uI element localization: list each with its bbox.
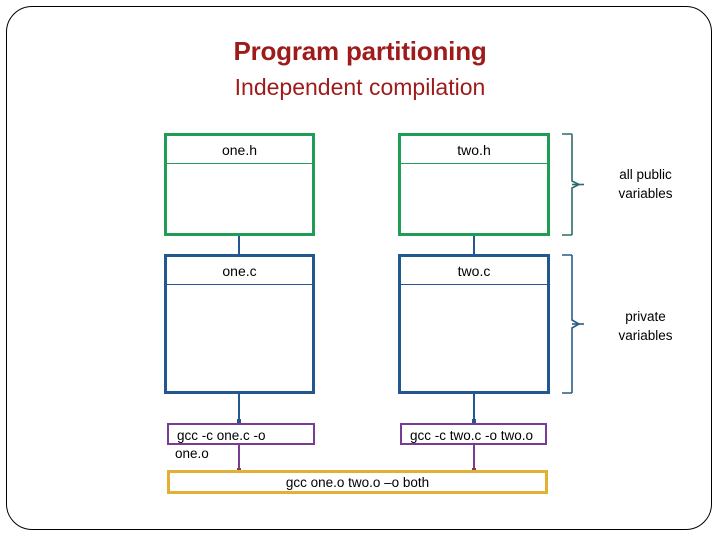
brace-public-variables — [558, 133, 586, 236]
connector-one-h-to-one-c — [238, 236, 240, 254]
link-command-label: gcc one.o two.o –o both — [285, 475, 430, 490]
header-box-two-h-body — [401, 164, 547, 233]
connector-one-c-arrow — [237, 419, 241, 423]
source-box-one-c-body — [167, 285, 312, 391]
header-box-one-h-body — [167, 164, 312, 233]
annotation-public-variables-line2: variables — [618, 186, 673, 201]
connector-two-c-arrow — [472, 419, 476, 423]
header-box-two-h-label: two.h — [401, 136, 547, 164]
header-box-one-h[interactable]: one.h — [164, 133, 315, 236]
compile-command-one[interactable]: gcc -c one.c -o — [167, 423, 315, 445]
brace-private-variables — [558, 254, 586, 394]
connector-two-h-to-two-c — [473, 236, 475, 254]
header-box-one-h-label: one.h — [167, 136, 312, 164]
source-box-one-c-label: one.c — [167, 257, 312, 285]
annotation-private-variables: private variables — [598, 307, 693, 345]
annotation-public-variables-line1: all public — [619, 167, 672, 182]
header-box-two-h[interactable]: two.h — [398, 133, 550, 236]
source-box-two-c[interactable]: two.c — [398, 254, 550, 394]
page-subtitle: Independent compilation — [234, 74, 486, 100]
annotation-private-variables-line2: variables — [618, 328, 673, 343]
connector-one-c-to-compile — [238, 394, 240, 423]
annotation-private-variables-line1: private — [625, 309, 666, 324]
compile-command-one-overflow: one.o — [175, 446, 209, 461]
source-box-two-c-body — [401, 285, 547, 391]
link-command-box[interactable]: gcc one.o two.o –o both — [167, 470, 548, 494]
compile-command-two[interactable]: gcc -c two.c -o two.o — [400, 423, 547, 445]
connector-compile-two-to-link — [473, 445, 475, 472]
compile-command-one-label: gcc -c one.c -o — [177, 428, 266, 443]
connector-compile-one-to-link — [238, 445, 240, 472]
page-title: Program partitioning — [233, 36, 487, 66]
source-box-two-c-label: two.c — [401, 257, 547, 285]
connector-two-c-to-compile — [473, 394, 475, 423]
compile-command-two-label: gcc -c two.c -o two.o — [410, 428, 534, 443]
source-box-one-c[interactable]: one.c — [164, 254, 315, 394]
annotation-public-variables: all public variables — [598, 165, 693, 203]
